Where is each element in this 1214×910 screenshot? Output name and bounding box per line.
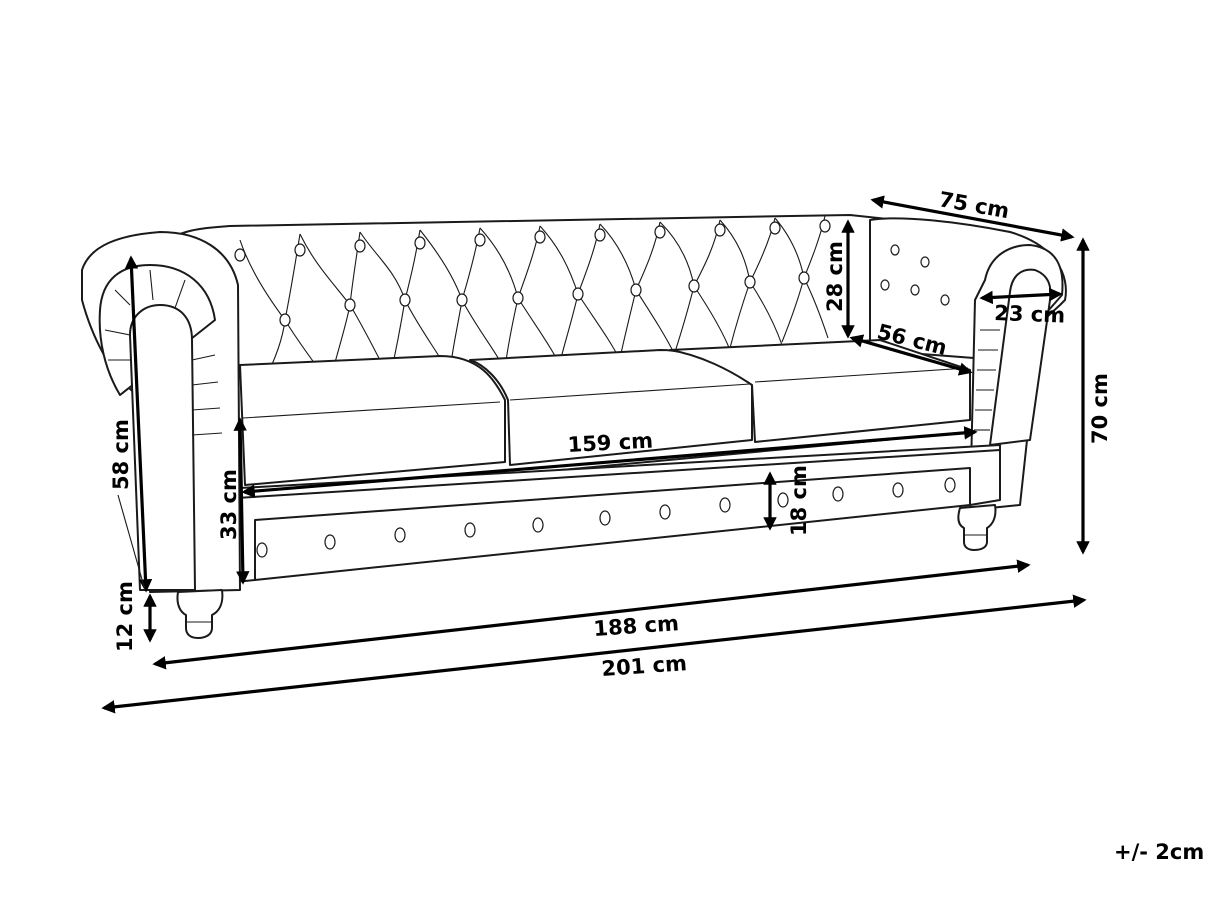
dim-total-depth-arrow	[870, 195, 1075, 242]
label-seat-width: 159 cm	[567, 429, 654, 457]
dim-arm-height-arrow	[124, 255, 153, 593]
label-seat-height: 33 cm	[217, 469, 241, 540]
dimension-lines	[101, 195, 1090, 714]
label-total-height: 70 cm	[1088, 373, 1112, 444]
label-backrest-height: 28 cm	[823, 241, 847, 312]
dim-arm-width-arrow	[979, 287, 1063, 305]
label-arm-height: 58 cm	[109, 419, 133, 490]
right-leg	[957, 504, 997, 551]
dim-seat-width-arrow	[241, 426, 978, 498]
label-total-width: 201 cm	[601, 651, 688, 681]
tolerance-note: +/- 2cm	[1114, 840, 1205, 864]
dim-total-width-arrow	[101, 594, 1087, 714]
backrest-buttons	[234, 219, 831, 327]
label-cushion-base-height: 18 cm	[787, 465, 811, 536]
left-leg	[176, 589, 224, 639]
label-leg-height: 12 cm	[113, 581, 137, 652]
cushion-left	[239, 355, 506, 486]
dim-seat-height-arrow	[233, 417, 250, 585]
dim-body-width-arrow	[152, 559, 1031, 670]
label-arm-width: 23 cm	[994, 301, 1066, 327]
sofa-drawing	[81, 214, 1067, 639]
dim-seat-depth-arrow	[849, 334, 973, 376]
label-body-width: 188 cm	[593, 611, 680, 641]
